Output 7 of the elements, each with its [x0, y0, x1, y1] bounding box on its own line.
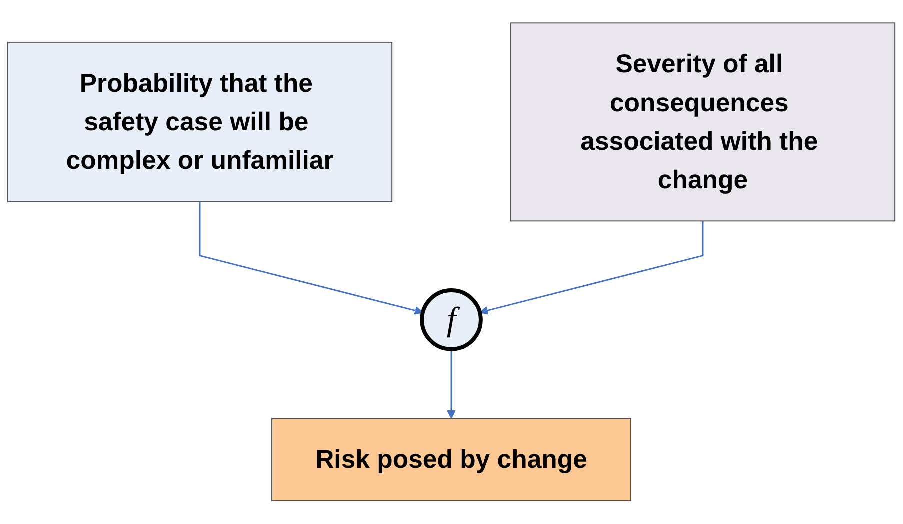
node-box: Risk posed by change — [272, 418, 632, 502]
node-box: Probability that the safety case will be complex or unfamiliar — [7, 42, 393, 202]
node-circle: f — [420, 288, 483, 352]
arrow — [447, 349, 456, 420]
arrow — [480, 221, 704, 315]
arrow — [199, 202, 424, 315]
node-box: Severity of all consequences associated with the change — [510, 22, 896, 222]
